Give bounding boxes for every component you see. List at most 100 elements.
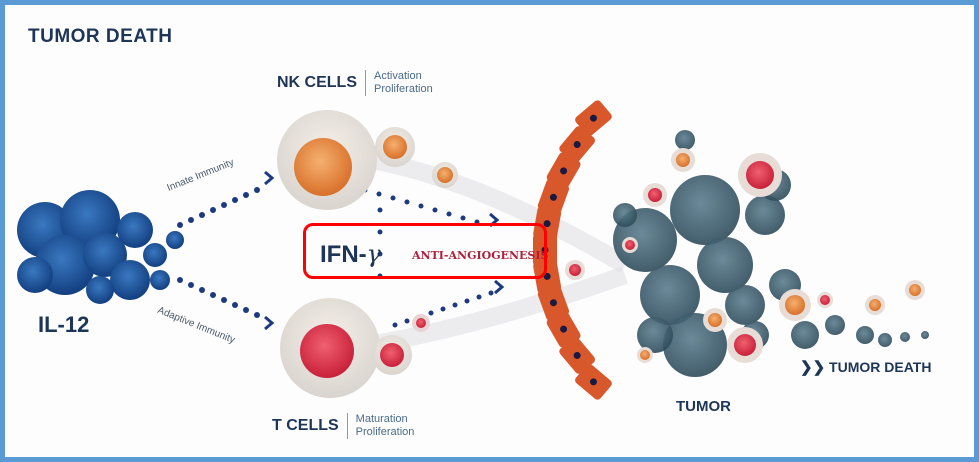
signal-dot	[440, 306, 446, 312]
immune-cell-nucleus	[708, 313, 722, 327]
blood-vessel-cells	[533, 100, 612, 400]
signal-dot	[392, 322, 398, 328]
tumor-death-outcome: ❯❯ TUMOR DEATH	[800, 358, 931, 376]
tumor-cell	[791, 321, 819, 349]
signal-dot	[243, 192, 249, 198]
vessel-cell-nucleus	[560, 325, 568, 333]
immune-cell-nucleus	[648, 188, 662, 202]
tumor-cell	[745, 195, 785, 235]
double-chevron-right-icon: ❯❯	[800, 359, 826, 376]
vessel-cell-nucleus	[543, 272, 551, 280]
gamma-symbol: γ	[366, 240, 381, 268]
signal-dot	[188, 217, 194, 223]
tumor-cell	[637, 317, 673, 353]
signal-dot	[221, 202, 227, 208]
signal-dot	[390, 195, 396, 201]
tumor-cell	[825, 315, 845, 335]
il12-molecule	[143, 243, 167, 267]
endothelial-cell	[537, 284, 570, 321]
signal-dot	[210, 292, 216, 298]
immune-cell-nucleus	[746, 161, 774, 189]
signal-dot	[418, 203, 424, 209]
immune-cell-nucleus	[625, 240, 635, 250]
endothelial-cell	[546, 152, 581, 190]
highlight-box	[303, 223, 547, 279]
anti-angiogenesis-label: ANTI-ANGIOGENESIS	[412, 249, 549, 262]
signal-dot	[232, 197, 238, 203]
t-cells-label: T CELLS	[272, 417, 339, 434]
immune-cell-nucleus	[869, 299, 881, 311]
t-effect-maturation: Maturation	[355, 413, 408, 425]
tumor-cell	[613, 203, 637, 227]
immune-cell-nucleus	[734, 334, 756, 356]
il12-molecule	[150, 270, 170, 290]
signal-dot	[428, 310, 434, 316]
nk-effect-activation: Activation	[374, 70, 422, 82]
tumor-cell	[670, 175, 740, 245]
signal-dot	[432, 207, 438, 213]
il12-molecule	[110, 260, 150, 300]
signal-dot	[199, 287, 205, 293]
tumor-cell	[725, 285, 765, 325]
tumor-cell	[856, 326, 874, 344]
signal-dot	[376, 191, 382, 197]
tumor-death-label: TUMOR DEATH	[829, 359, 932, 375]
endothelial-cell	[533, 259, 562, 294]
nk-cells-label: NK CELLS	[277, 74, 357, 91]
vessel-cell-nucleus	[573, 141, 581, 149]
signal-dot	[464, 298, 470, 304]
signal-dot	[232, 302, 238, 308]
signal-dot	[199, 212, 205, 218]
endothelial-cell	[575, 363, 612, 400]
signal-dot	[446, 211, 452, 217]
tumor-cells	[565, 130, 929, 377]
immune-cell-nucleus	[640, 350, 650, 360]
vessel-cell-nucleus	[560, 167, 568, 175]
tumor-cell	[697, 237, 753, 293]
endothelial-cell	[559, 337, 595, 374]
tumor-label: TUMOR	[676, 398, 731, 415]
signal-dot	[377, 207, 383, 213]
vessel-cell-nucleus	[589, 378, 597, 386]
il12-molecule	[117, 212, 153, 248]
signal-dot	[404, 318, 410, 324]
vessel-cell-nucleus	[549, 193, 557, 201]
tumor-cell	[878, 333, 892, 347]
il12-label: IL-12	[38, 312, 90, 337]
endothelial-cell	[559, 126, 595, 163]
endothelial-cell	[537, 179, 570, 216]
vessel-cell-nucleus	[549, 299, 557, 307]
signal-dot	[404, 199, 410, 205]
signal-dot	[488, 290, 494, 296]
signal-dot	[377, 251, 383, 257]
arrow-chevron-icon	[494, 279, 505, 295]
signal-dot	[243, 307, 249, 313]
il12-molecule	[166, 231, 184, 249]
signal-dot	[452, 302, 458, 308]
tumor-cell	[640, 265, 700, 325]
immune-cell-nucleus	[785, 295, 805, 315]
signal-dot	[254, 187, 260, 193]
arrow-chevron-icon	[264, 315, 275, 331]
ifn-name: IFN-	[320, 241, 367, 268]
nk-effect-proliferation: Proliferation	[374, 83, 433, 95]
signal-dot	[377, 229, 383, 235]
tumor-cell	[900, 332, 910, 342]
immune-cell-nucleus	[909, 284, 921, 296]
arrow-chevron-icon	[264, 170, 275, 186]
nk-cell	[277, 110, 458, 210]
t-cell	[280, 298, 430, 398]
ifn-gamma-label: IFN-γ	[320, 240, 381, 269]
tumor-cell	[675, 130, 695, 150]
immune-cell-nucleus	[569, 264, 581, 276]
tumor-cell	[921, 331, 929, 339]
signal-dot	[476, 294, 482, 300]
diagram-title: TUMOR DEATH	[28, 26, 173, 47]
signal-dot	[254, 312, 260, 318]
endothelial-cell	[575, 100, 612, 137]
